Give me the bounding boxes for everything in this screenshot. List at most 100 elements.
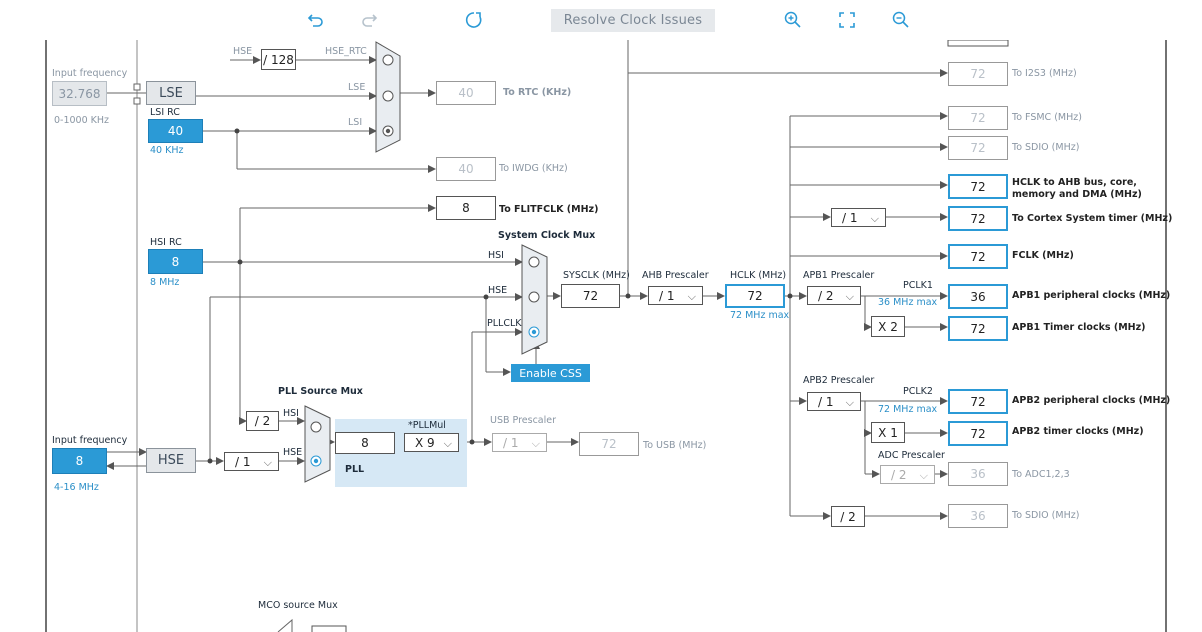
apb2-timer-output-value[interactable]: 72 [948, 421, 1008, 446]
adc-output-label: To ADC1,2,3 [1012, 469, 1070, 480]
apb1-timer-output-value[interactable]: 72 [948, 316, 1008, 341]
pclk1-label: PCLK1 [903, 280, 933, 291]
apb1-timer-multiplier: X 2 [871, 316, 905, 337]
hclk-value-field[interactable]: 72 [725, 284, 785, 308]
pll-block-label: PLL [345, 464, 365, 475]
usb-prescaler-value: / 1 [503, 435, 519, 450]
apb1-peripheral-output-label: APB1 peripheral clocks (MHz) [1012, 290, 1171, 301]
pclk2-label: PCLK2 [903, 386, 933, 397]
rtc-lsi-label: LSI [348, 117, 363, 128]
sdio1-output-value: 72 [948, 136, 1008, 160]
ahb-prescaler-value: / 1 [659, 288, 675, 303]
sdio2-output-value: 36 [948, 504, 1008, 528]
sysclk-label: SYSCLK (MHz) [563, 270, 630, 281]
sdio-divider-box: / 2 [831, 506, 865, 527]
hse-prediv-value: / 1 [235, 454, 251, 469]
refresh-icon[interactable] [463, 9, 485, 31]
undo-icon[interactable] [305, 9, 327, 31]
apb2-peripheral-output-label: APB2 peripheral clocks (MHz) [1012, 395, 1171, 406]
flitfclk-output-label: To FLITFCLK (MHz) [499, 204, 599, 215]
ahb-prescaler-select[interactable]: / 1 ⌵ [648, 286, 703, 305]
chevron-down-icon: ⌵ [845, 396, 854, 409]
pll-multiplier-select[interactable]: X 9 ⌵ [404, 433, 459, 452]
redo-icon[interactable] [358, 9, 380, 31]
rtc-div128-box: / 128 [261, 49, 296, 70]
lse-source-block: LSE [146, 81, 196, 105]
pll-source-mux-title: PLL Source Mux [278, 386, 363, 397]
fit-screen-icon[interactable] [836, 9, 858, 31]
chevron-down-icon: ⌵ [443, 437, 452, 450]
iwdg-output-label: To IWDG (KHz) [499, 163, 568, 174]
pll-source-mux [304, 405, 331, 483]
fsmc-output-label: To FSMC (MHz) [1012, 112, 1082, 123]
lse-range-label: 0-1000 KHz [54, 115, 110, 126]
adc-prescaler-value: / 2 [891, 467, 907, 482]
iwdg-output-value: 40 [436, 157, 496, 181]
lse-input-frequency-label: Input frequency [52, 68, 128, 79]
usb-output-value: 72 [579, 432, 639, 456]
sysmux-pllclk-label: PLLCLK [487, 318, 522, 329]
apb1-timer-output-label: APB1 Timer clocks (MHz) [1012, 322, 1146, 333]
mco-source-mux-title: MCO source Mux [258, 600, 338, 611]
chevron-down-icon: ⌵ [919, 469, 928, 482]
adc-output-value: 36 [948, 462, 1008, 486]
hse-input-frequency-label: Input frequency [52, 435, 128, 446]
fsmc-output-value: 72 [948, 106, 1008, 130]
lse-input-frequency-field[interactable]: 32.768 [52, 81, 107, 106]
hsi-unit-label: 8 MHz [150, 277, 180, 288]
pll-input-value: 8 [335, 432, 395, 454]
chevron-down-icon: ⌵ [687, 290, 696, 303]
pll-multiplier-value: X 9 [415, 435, 435, 450]
lsi-rc-title: LSI RC [150, 107, 180, 118]
toolbar: Resolve Clock Issues [0, 0, 1202, 40]
i2s3-output-value: 72 [948, 62, 1008, 86]
hsi-rc-title: HSI RC [150, 237, 182, 248]
hse-range-label: 4-16 MHz [54, 482, 99, 493]
sdio1-output-label: To SDIO (MHz) [1012, 142, 1080, 153]
rtc-hse-rtc-label: HSE_RTC [325, 46, 367, 57]
hclk-max-label: 72 MHz max [730, 310, 790, 321]
hsi-rc-value: 8 [148, 249, 203, 274]
hse-source-block: HSE [146, 448, 196, 473]
hse-prediv-select[interactable]: / 1 ⌵ [224, 452, 279, 471]
ahb-prescaler-label: AHB Prescaler [642, 270, 709, 281]
apb2-prescaler-select[interactable]: / 1 ⌵ [807, 392, 861, 411]
adc-prescaler-select[interactable]: / 2 ⌵ [880, 465, 935, 484]
usb-prescaler-select[interactable]: / 1 ⌵ [492, 433, 547, 452]
pll-mul-label: *PLLMul [408, 420, 446, 431]
chevron-down-icon: ⌵ [263, 456, 272, 469]
lsi-unit-label: 40 KHz [150, 145, 184, 156]
sysmux-hsi-label: HSI [488, 250, 504, 261]
rtc-output-value: 40 [436, 81, 496, 105]
apb2-peripheral-output-value[interactable]: 72 [948, 389, 1008, 414]
resolve-clock-issues-button[interactable]: Resolve Clock Issues [551, 9, 715, 32]
apb2-prescaler-value: / 1 [818, 394, 834, 409]
hse-input-frequency-field[interactable]: 8 [52, 448, 107, 474]
rtc-lse-label: LSE [348, 82, 366, 93]
apb1-prescaler-label: APB1 Prescaler [803, 270, 875, 281]
i2s3-output-label: To I2S3 (MHz) [1012, 68, 1077, 79]
chevron-down-icon: ⌵ [870, 212, 879, 225]
fclk-output-value[interactable]: 72 [948, 244, 1008, 269]
fclk-output-label: FCLK (MHz) [1012, 250, 1074, 261]
cortex-timer-divider-select[interactable]: / 1⌵ [831, 208, 886, 227]
pclk2-max-label: 72 MHz max [878, 404, 938, 415]
cortex-timer-output-label: To Cortex System timer (MHz) [1012, 213, 1173, 224]
rtc-hse-label: HSE [233, 46, 253, 57]
zoom-in-icon[interactable] [782, 9, 804, 31]
apb1-prescaler-select[interactable]: / 2⌵ [807, 286, 861, 305]
flitfclk-output-value: 8 [436, 196, 496, 220]
system-clock-mux-title: System Clock Mux [498, 230, 596, 241]
apb1-peripheral-output-value[interactable]: 36 [948, 284, 1008, 309]
sysclk-value: 72 [561, 284, 620, 308]
enable-css-button[interactable]: Enable CSS [511, 364, 590, 382]
chevron-down-icon: ⌵ [531, 437, 540, 450]
hclk-ahb-output-value[interactable]: 72 [948, 174, 1008, 199]
adc-prescaler-label: ADC Prescaler [878, 450, 945, 461]
zoom-out-icon[interactable] [890, 9, 912, 31]
sysmux-hse-label: HSE [488, 285, 508, 296]
sdio2-output-label: To SDIO (MHz) [1012, 510, 1080, 521]
apb2-timer-output-label: APB2 timer clocks (MHz) [1012, 426, 1144, 437]
lsi-rc-value: 40 [148, 119, 203, 143]
cortex-timer-output-value[interactable]: 72 [948, 206, 1008, 231]
